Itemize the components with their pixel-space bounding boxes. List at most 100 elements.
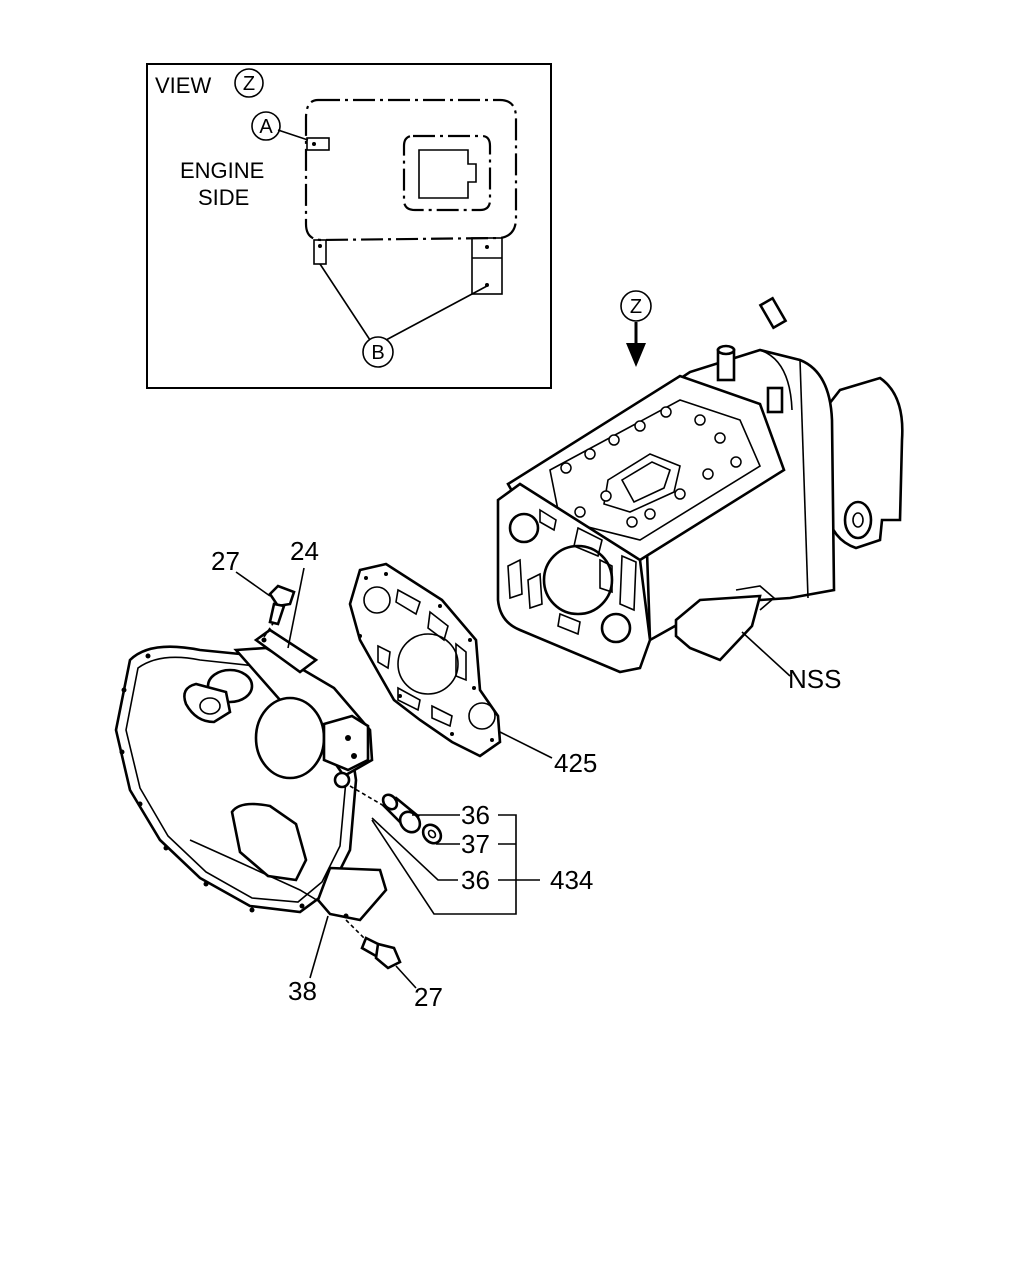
- callout-434: 434: [550, 865, 593, 895]
- front-pocket: [507, 558, 523, 600]
- top-cover-bolts: [560, 406, 742, 528]
- housing-center-bore: [254, 696, 326, 780]
- bolt: [694, 414, 706, 426]
- engine-side-label-2: SIDE: [198, 185, 249, 210]
- side-pad-hole: [345, 735, 351, 741]
- bracket-a: [306, 137, 330, 151]
- bolt: [608, 434, 620, 446]
- housing-face-outline: [304, 98, 518, 242]
- hole: [119, 749, 125, 755]
- bolt: [626, 516, 638, 528]
- case-side-crease: [799, 359, 809, 599]
- adapter-plate: [348, 562, 502, 758]
- side-pad-hole: [351, 753, 357, 759]
- callout-38: 38: [288, 976, 317, 1006]
- bolt-axis: [261, 621, 275, 641]
- hole: [163, 845, 169, 851]
- inset-title-marker: Z: [243, 73, 255, 95]
- seal-37: [421, 823, 443, 845]
- housing-side-pad: [322, 714, 370, 772]
- transmission-case: [496, 296, 904, 674]
- hole: [472, 686, 476, 690]
- engine-side-label-1: ENGINE: [180, 158, 264, 183]
- callout-36-b: 36: [461, 865, 490, 895]
- view-arrow-marker: Z: [630, 296, 642, 318]
- leader-24: [287, 567, 305, 649]
- callout-36-a: 36: [461, 800, 490, 830]
- hole: [398, 694, 402, 698]
- hole: [468, 638, 472, 642]
- mounting-foot: [674, 594, 762, 662]
- cover-plate-hole: [261, 637, 267, 643]
- bolt: [644, 508, 656, 520]
- marker-a-circle: [251, 111, 281, 141]
- hole: [137, 801, 143, 807]
- hole: [490, 738, 494, 742]
- bracket-a-hole: [312, 142, 316, 146]
- bolt-head: [374, 942, 402, 970]
- plate-pocket: [377, 644, 391, 670]
- hole: [249, 907, 255, 913]
- bracket-b-left: [313, 239, 327, 265]
- top-cover-plate: [603, 453, 681, 513]
- cover-plate-24: [253, 628, 319, 674]
- bolt: [634, 420, 646, 432]
- front-pocket: [539, 508, 557, 532]
- bolt-27-top: [261, 584, 296, 641]
- hole: [450, 732, 454, 736]
- marker-b-circle: [362, 336, 394, 368]
- callout-425: 425: [554, 748, 597, 778]
- marker-b: B: [371, 342, 384, 364]
- callout-24: 24: [290, 536, 319, 566]
- plate-pocket: [455, 642, 467, 682]
- bushing-36-short: [398, 810, 422, 834]
- cover-38-hole: [343, 913, 349, 919]
- group-bracket-434: [371, 814, 517, 915]
- case-side-curve: [759, 349, 793, 411]
- bracket-b-right-hole1: [485, 245, 489, 249]
- leader-a: [277, 129, 309, 141]
- opening-inner-outline: [418, 149, 477, 199]
- bolt: [714, 432, 726, 444]
- hole: [145, 653, 151, 659]
- front-main-bore: [542, 544, 614, 616]
- bolt: [574, 506, 586, 518]
- cover-plate-38: [316, 866, 388, 922]
- plate-center-bore: [397, 633, 459, 695]
- view-arrow-marker-circle: [620, 290, 652, 322]
- housing-opening-outline: [402, 134, 492, 212]
- front-pocket: [557, 612, 581, 636]
- hole: [358, 634, 362, 638]
- callout-nss: NSS: [788, 664, 841, 694]
- bolt: [584, 448, 596, 460]
- bolt: [674, 488, 686, 500]
- mounting-foot-edge: [735, 585, 776, 611]
- plate-bore-upper: [363, 586, 391, 614]
- adapter-plate-outline: [348, 562, 502, 758]
- plate-bore-lower: [468, 702, 496, 730]
- leader-27-top: [235, 571, 271, 597]
- bolt-shank: [268, 602, 286, 626]
- bracket-b-left-hole: [318, 244, 322, 248]
- plate-holes: [358, 572, 494, 742]
- breather-plug-top: [716, 344, 736, 356]
- hole: [384, 572, 388, 576]
- leader-38: [309, 915, 329, 979]
- inset-title: VIEW: [155, 73, 211, 98]
- inset-title-marker-circle: [234, 68, 264, 98]
- housing-lower-rib: [189, 839, 321, 903]
- view-arrow-head: [626, 343, 646, 367]
- hole: [438, 604, 442, 608]
- bolt: [600, 490, 612, 502]
- bolt: [702, 468, 714, 480]
- front-pocket: [573, 526, 603, 558]
- front-bore-lower-right: [600, 612, 632, 644]
- shift-lever-stub: [758, 296, 788, 330]
- rear-boss: [843, 500, 873, 540]
- front-pocket: [527, 572, 543, 610]
- release-shaft-hole: [199, 697, 221, 715]
- callout-27-bottom: 27: [414, 982, 443, 1012]
- side-plug: [766, 386, 784, 414]
- leader-36b: [371, 817, 458, 881]
